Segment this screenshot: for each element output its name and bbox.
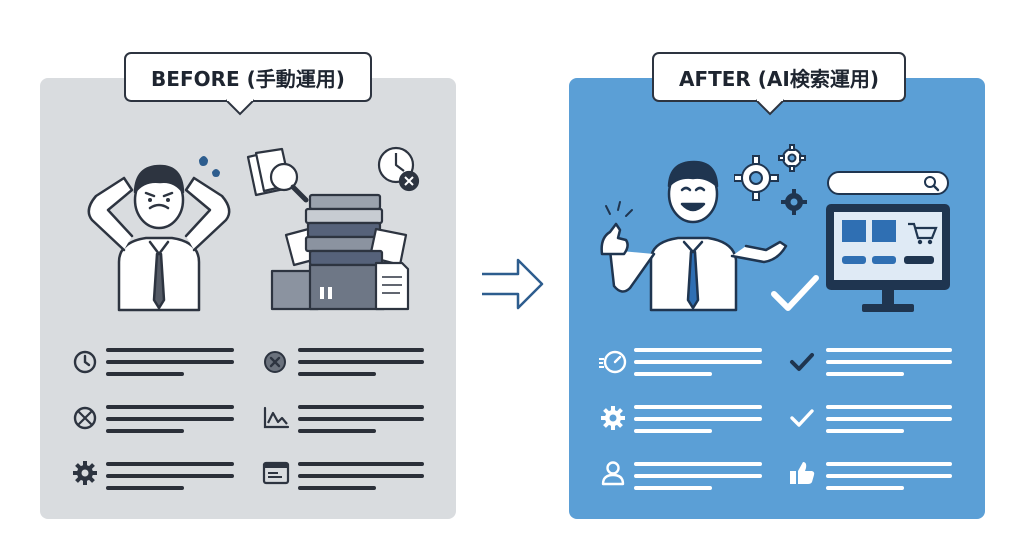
happy-person-illustration: [600, 160, 788, 312]
gear-icon: [73, 461, 97, 485]
cancel-circle-icon: [264, 351, 286, 373]
speedometer-icon: [599, 350, 627, 374]
checkmark-icon: [790, 353, 814, 371]
checkmark-illustration: [771, 275, 819, 311]
user-icon: [601, 461, 625, 486]
gear-icon: [601, 406, 625, 430]
clock-icon: [73, 350, 97, 374]
declining-chart-icon: [263, 406, 290, 429]
transition-arrow-icon: [482, 258, 544, 310]
broken-target-icon: [73, 406, 97, 430]
before-callout-tail: [226, 98, 254, 116]
monitor-ecommerce-illustration: [826, 204, 950, 312]
after-callout-tail: [756, 98, 784, 116]
gears-illustration: [734, 144, 807, 215]
paperwork-pile-illustration: [246, 146, 420, 311]
stressed-person-illustration: [87, 156, 231, 312]
checkmark-icon: [790, 409, 814, 427]
after-title: AFTER (AI検索運用): [652, 52, 906, 102]
before-title: BEFORE (手動運用): [124, 52, 372, 102]
search-bar-illustration: [827, 171, 949, 195]
thumbs-up-icon: [790, 462, 815, 484]
document-window-icon: [262, 461, 290, 485]
